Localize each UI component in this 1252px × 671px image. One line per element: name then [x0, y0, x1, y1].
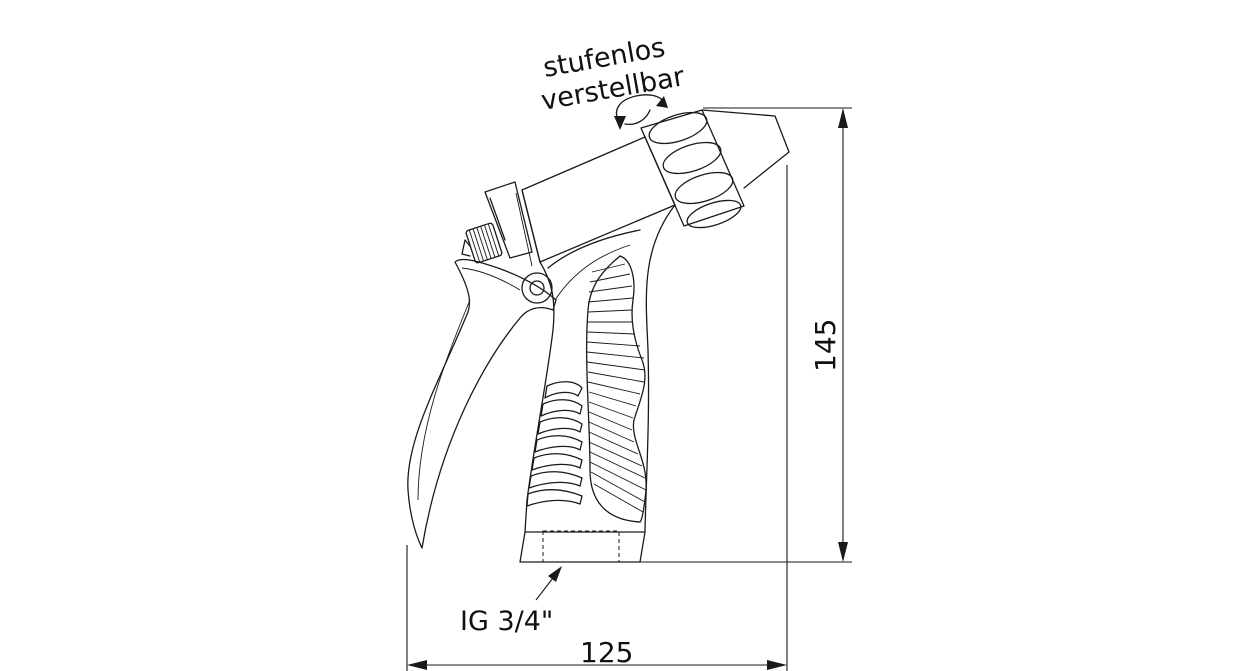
thread-label: IG 3/4": [460, 606, 553, 637]
dimension-width: [406, 165, 788, 671]
pivot-screw: [521, 272, 553, 304]
adjustment-ring: [640, 109, 745, 229]
nozzle-barrel: [515, 136, 676, 267]
grip-slots: [526, 381, 583, 507]
thread-connector: [519, 530, 646, 563]
dimension-height: [640, 107, 852, 563]
nozzle-tip: [701, 109, 790, 189]
lock-mechanism: [461, 181, 533, 264]
rotate-arrows-icon: [614, 94, 668, 130]
height-dimension-label: 145: [809, 319, 842, 372]
trigger-lever: [407, 258, 557, 549]
thread-leader: [535, 566, 562, 601]
grip-ridges: [585, 255, 647, 523]
width-dimension-label: 125: [580, 636, 633, 669]
